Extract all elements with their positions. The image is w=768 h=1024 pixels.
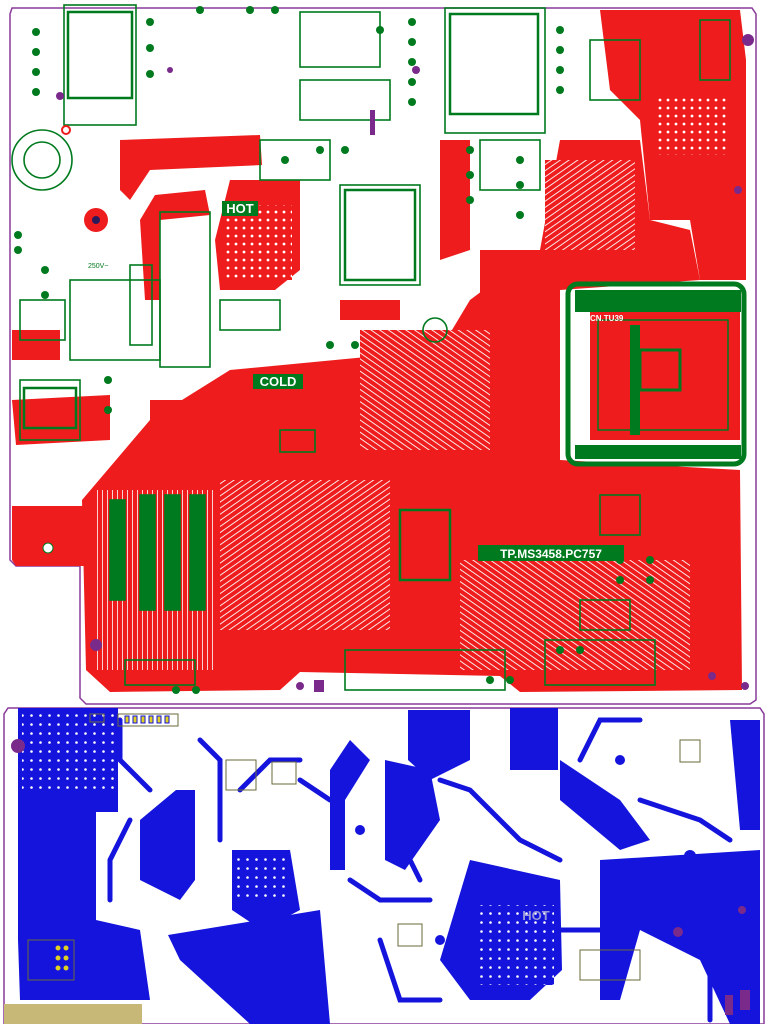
trace-bundle-diag — [360, 330, 490, 450]
mains-rating-label: 250V~ — [88, 263, 108, 270]
bottom-traces — [107, 717, 733, 1023]
mounting-hole-red-center — [92, 216, 100, 224]
bottom-hot-label: HOT — [522, 908, 550, 923]
fiducial-top-left — [61, 125, 71, 135]
model-label: TP.MS3458.PC757 — [500, 547, 602, 561]
top-pads — [14, 6, 654, 694]
bottom-silkscreen — [27, 713, 701, 981]
bottom-dot-pour-hot — [478, 905, 554, 985]
cold-label: COLD — [260, 374, 297, 389]
mounting-hole-white — [42, 542, 54, 554]
top-silkscreen — [11, 4, 731, 691]
bottom-vias — [355, 715, 752, 945]
trace-bundle-upper — [545, 160, 635, 250]
model-label-bg — [478, 545, 624, 561]
hot-side-pour — [222, 205, 292, 280]
connector-label: CN.TU39 — [590, 314, 624, 323]
bottom-purple-vias — [11, 739, 750, 1015]
trace-bundle-center — [220, 480, 390, 630]
edge-connector — [4, 1004, 142, 1024]
bottom-board: HOT — [3, 707, 765, 1024]
top-board: HOT COLD CN.TU39 TP.MS3458.PC757 250V~ — [9, 4, 757, 705]
bottom-pads — [54, 715, 170, 972]
bottom-dot-pour-left — [22, 712, 114, 792]
bottom-dot-pour-ic — [234, 852, 286, 902]
connector-shield — [565, 281, 747, 467]
hot-label: HOT — [226, 201, 254, 216]
right-upper-pour — [655, 95, 730, 155]
hot-label-bg — [222, 201, 258, 216]
top-vias — [56, 34, 754, 692]
cold-label-bg — [253, 374, 303, 389]
